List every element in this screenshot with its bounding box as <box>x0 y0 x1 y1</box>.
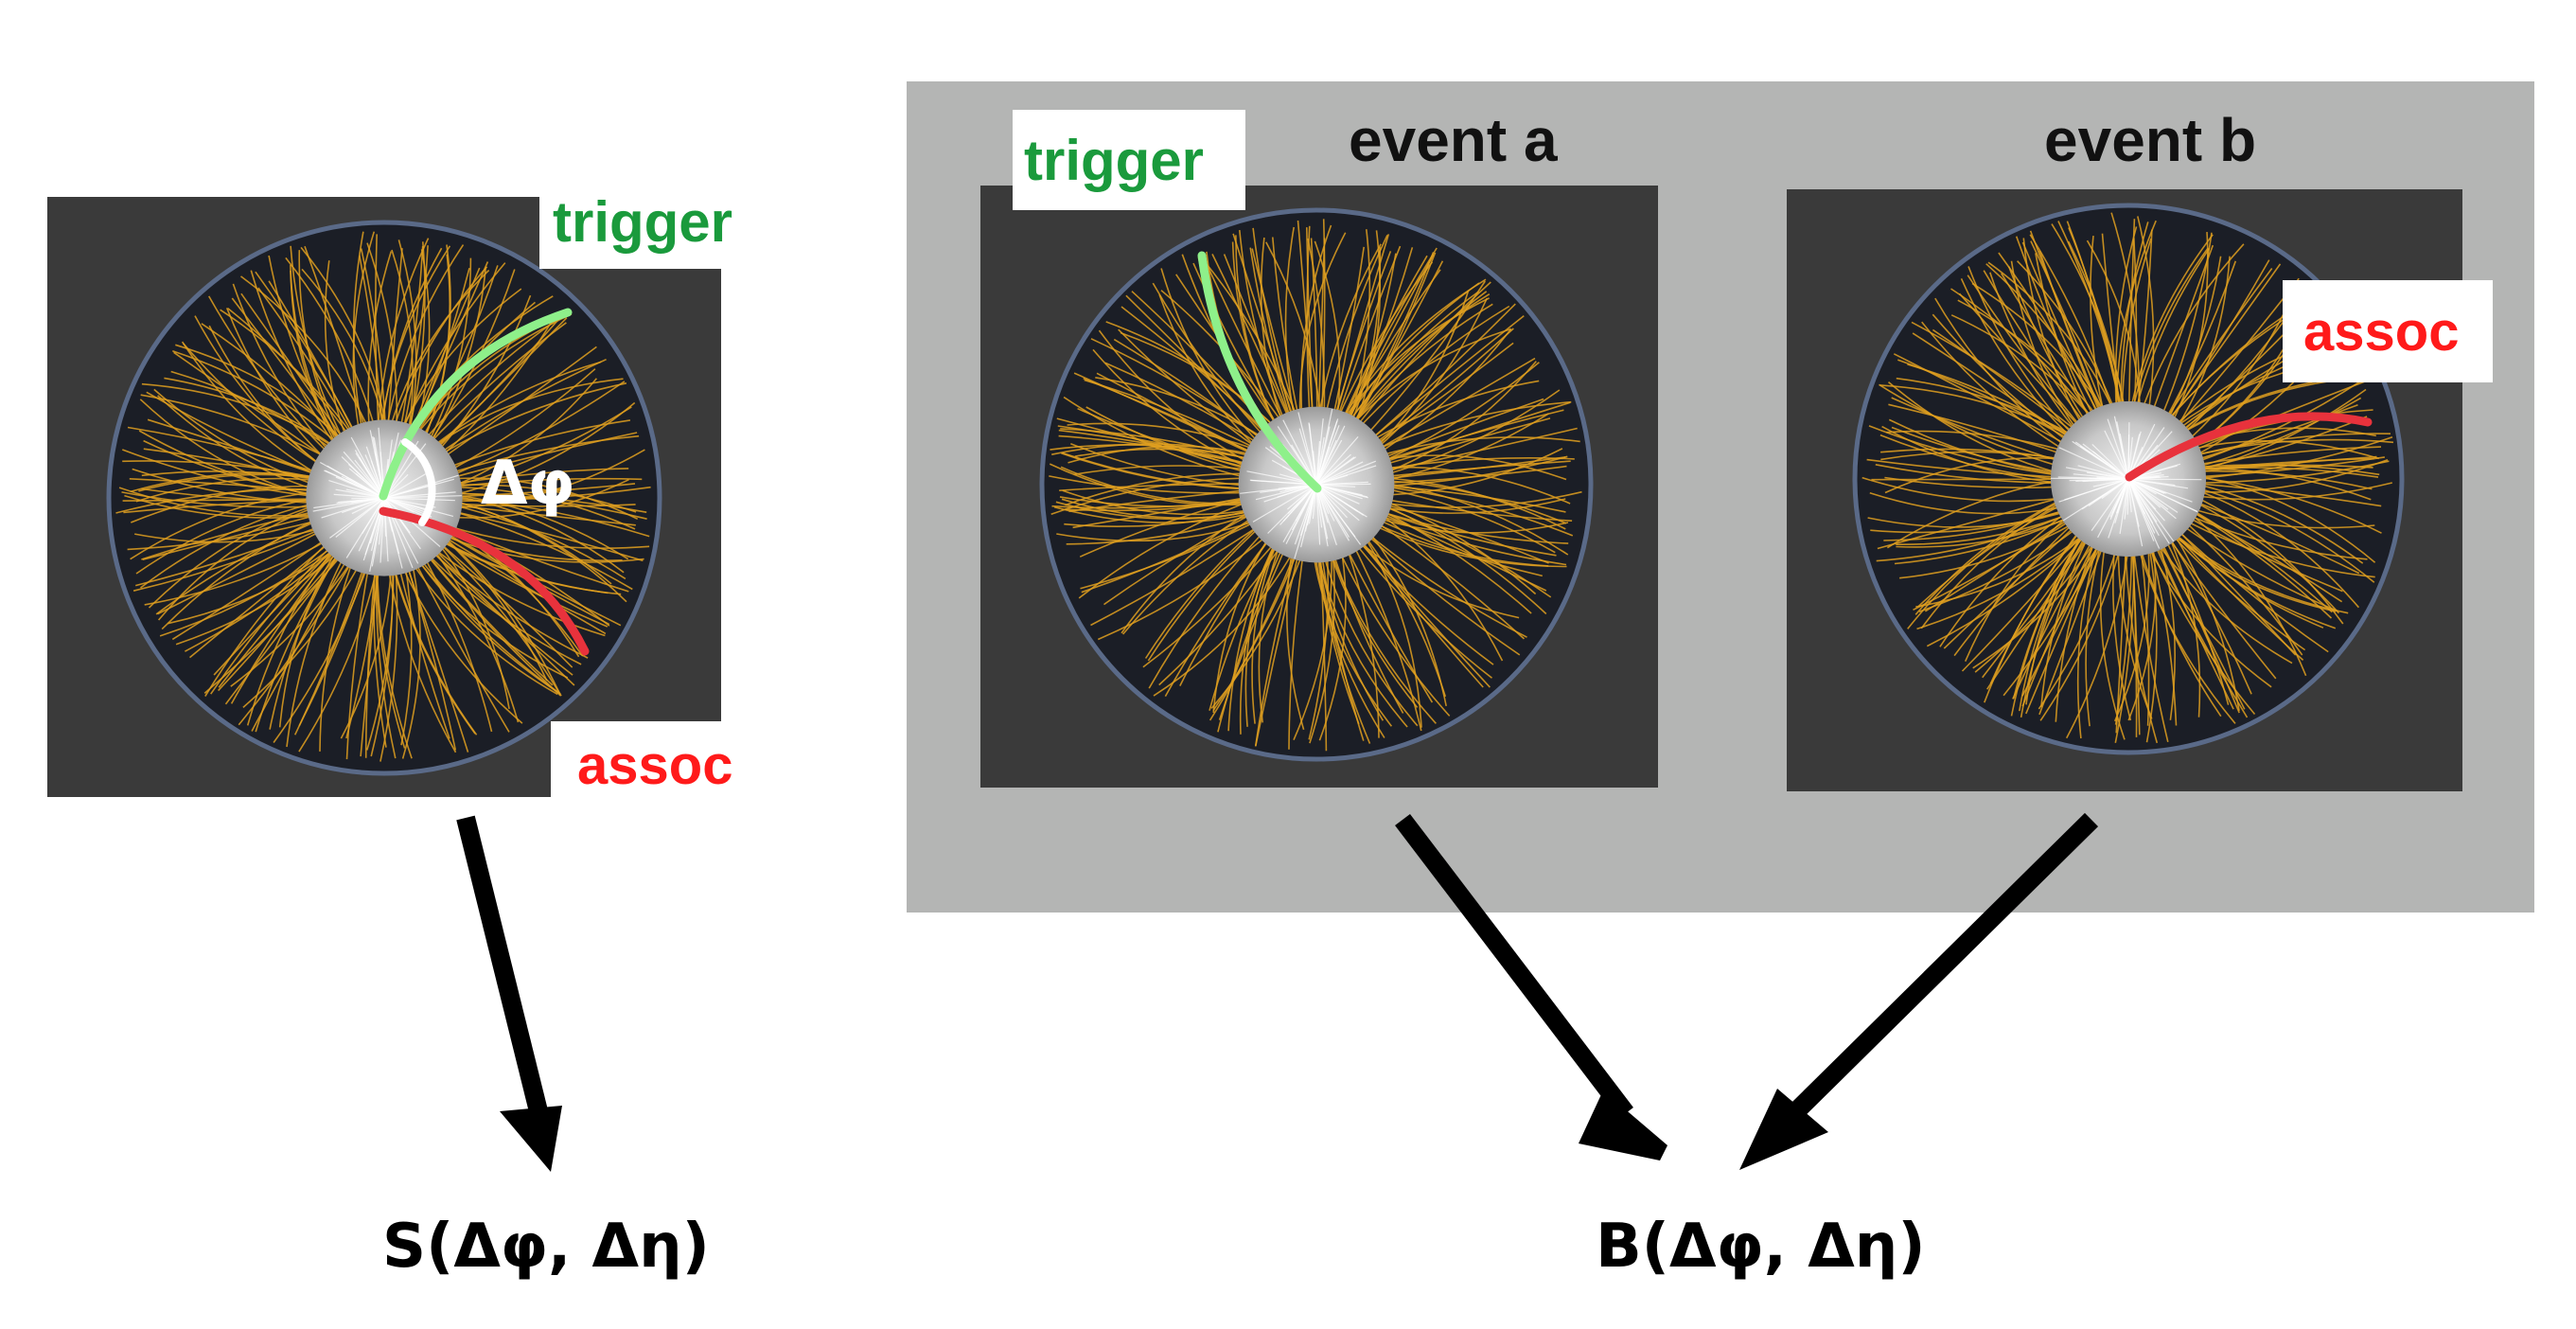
event-a-title: event a <box>1349 106 1558 174</box>
signal-trigger-label-box <box>539 186 725 269</box>
delta-phi-angle-arc <box>401 438 436 526</box>
event-b-assoc-label-box <box>2283 280 2493 382</box>
arrow-event-a-to-B <box>1395 813 1633 1120</box>
event-a-trigger-track <box>1197 251 1322 493</box>
arrow-signal-to-S-head <box>500 1106 562 1172</box>
event-b-assoc-label: assoc <box>2303 301 2459 363</box>
signal-trigger-label: trigger <box>553 190 732 254</box>
signal-formula: S(Δφ, Δη) <box>382 1212 710 1282</box>
signal-assoc-track <box>379 506 590 656</box>
event-a-trigger-label-box <box>1013 110 1245 210</box>
arrow-event-b-to-B-head <box>1739 1089 1828 1170</box>
background-formula: B(Δφ, Δη) <box>1596 1212 1926 1282</box>
event-b-assoc-track <box>2125 412 2373 482</box>
arrow-signal-to-S <box>456 815 549 1118</box>
arrow-event-a-to-B-head <box>1579 1090 1667 1161</box>
delta-phi-label: Δφ <box>481 449 575 519</box>
event-b-title: event b <box>2044 106 2256 174</box>
signal-assoc-label: assoc <box>577 735 732 796</box>
event-a-trigger-label: trigger <box>1024 129 1204 192</box>
signal-trigger-track <box>379 308 573 501</box>
signal-assoc-label-box <box>551 721 740 803</box>
arrow-event-b-to-B <box>1787 812 2099 1121</box>
